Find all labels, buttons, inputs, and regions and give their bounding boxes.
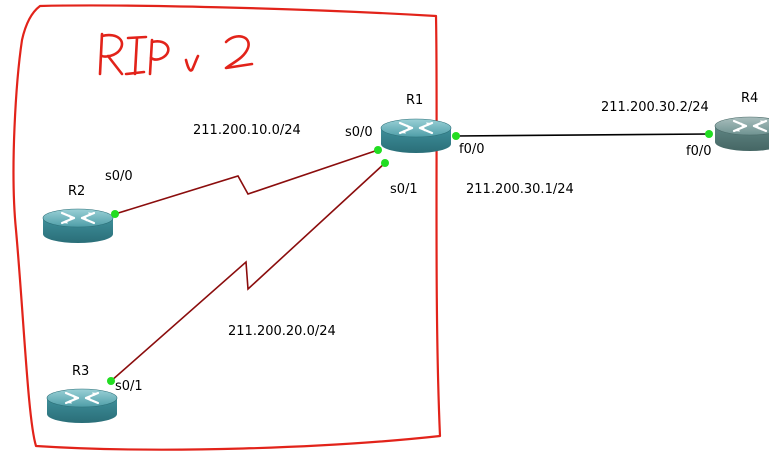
interface-dot-r1-s0-1 <box>381 159 389 167</box>
interface-dot-r4-f0-0 <box>705 130 713 138</box>
router-r3-icon[interactable] <box>45 387 119 425</box>
router-r4-label: R4 <box>741 91 759 106</box>
ethernet-link-r1-r4 <box>455 133 710 137</box>
router-r1-icon[interactable] <box>379 117 453 155</box>
interface-label-r4-f0-0: f0/0 <box>686 144 712 159</box>
serial-link-r1-r3 <box>110 162 386 382</box>
interface-label-r2-s0-0: s0/0 <box>105 169 133 184</box>
router-r2-icon[interactable] <box>41 207 115 245</box>
interface-label-r1-f0-0: f0/0 <box>459 142 485 157</box>
interface-dot-r1-s0-0 <box>374 146 382 154</box>
router-r1-label: R1 <box>406 93 424 108</box>
ip-label-r4-f0-0: 211.200.30.2/24 <box>601 100 709 115</box>
interface-dot-r1-f0-0 <box>452 132 460 140</box>
interface-label-r3-s0-1: s0/1 <box>115 379 143 394</box>
hand-drawn-enclosure <box>12 4 442 451</box>
router-r4-icon[interactable] <box>713 115 769 153</box>
handwritten-rip-v2-annotation <box>98 32 254 76</box>
network-label-r1-r2: 211.200.10.0/24 <box>193 123 301 138</box>
router-r2-label: R2 <box>68 184 86 199</box>
serial-link-r1-r2 <box>114 149 379 215</box>
router-r3-label: R3 <box>72 364 90 379</box>
ip-label-r1-f0-0: 211.200.30.1/24 <box>466 182 574 197</box>
network-label-r1-r3: 211.200.20.0/24 <box>228 324 336 339</box>
interface-dot-r3-s0-1 <box>107 377 115 385</box>
interface-label-r1-s0-1: s0/1 <box>390 182 418 197</box>
interface-dot-r2-s0-0 <box>111 210 119 218</box>
interface-label-r1-s0-0: s0/0 <box>345 125 373 140</box>
